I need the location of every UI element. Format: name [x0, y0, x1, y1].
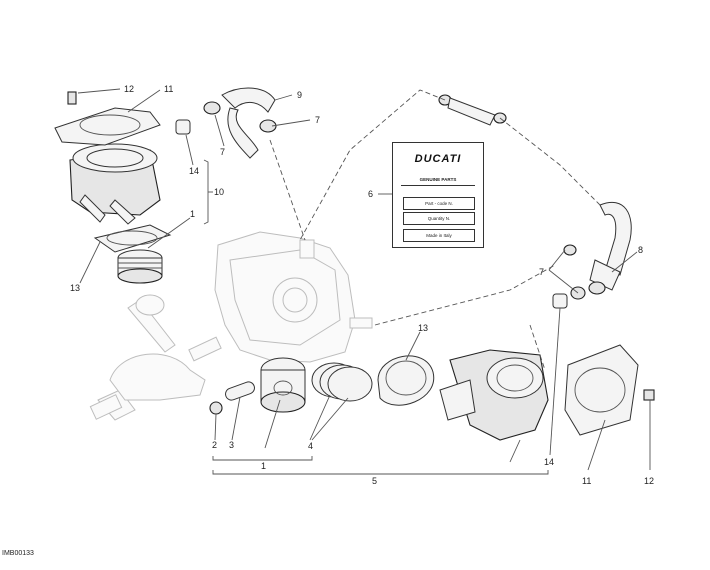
base-gasket-bottom	[377, 355, 435, 406]
made-in-italy-row: Made in Italy	[403, 229, 475, 242]
callout-13-left: 13	[70, 283, 80, 293]
callout-8: 8	[638, 245, 643, 255]
callout-1-top: 1	[190, 209, 195, 219]
stud-bottom	[643, 389, 655, 401]
leader-lines	[77, 88, 651, 475]
piston-bottom	[260, 357, 306, 413]
callout-10: 10	[214, 187, 224, 197]
piston-top	[117, 249, 163, 284]
water-hose-right	[563, 202, 632, 295]
circlip	[209, 401, 223, 415]
callout-12-bottom: 12	[644, 476, 654, 486]
cylinder-assembly-top	[69, 143, 161, 225]
callout-13-mid: 13	[418, 323, 428, 333]
callout-14-bottom: 14	[544, 457, 554, 467]
callout-6: 6	[368, 189, 373, 199]
callout-11-bottom: 11	[582, 476, 591, 486]
cylinder-bottom	[439, 349, 549, 441]
head-gasket-bottom	[564, 344, 639, 436]
callout-7-right: 7	[315, 115, 320, 125]
oring-top-14	[175, 119, 191, 135]
crankshaft	[89, 294, 222, 421]
water-hose-top	[203, 87, 277, 159]
part-code-row: Part - code N.	[403, 197, 475, 210]
callout-2: 2	[212, 440, 217, 450]
dashed-routing	[269, 89, 601, 371]
callout-1-bottom: 1	[261, 461, 266, 471]
callout-11-top: 11	[164, 84, 173, 94]
callout-14-top: 14	[189, 166, 199, 176]
piston-pin	[225, 381, 255, 401]
callout-7-left: 7	[220, 147, 225, 157]
hose-connector-top-right	[438, 94, 507, 126]
diagram-reference-code: IMB00133	[2, 550, 34, 557]
genuine-parts-text: GENUINE PARTS	[419, 177, 457, 182]
piston-rings	[311, 362, 373, 402]
head-gasket-top	[54, 107, 161, 146]
clamps-lower-right	[552, 286, 586, 309]
ducati-logo: DUCATI	[414, 153, 462, 165]
callout-5: 5	[372, 476, 377, 486]
callout-numbers: 12 11 9 7 7 14 10 1 13 6 8 7 13 2 3 4 1 …	[70, 84, 654, 486]
callout-12-top: 12	[124, 84, 134, 94]
callout-7-bottom: 7	[539, 267, 544, 277]
genuine-parts-bag: DUCATI GENUINE PARTS Part - code N. Quan…	[392, 142, 484, 248]
bag-divider	[401, 185, 475, 186]
base-gasket-top	[93, 224, 172, 253]
callout-4: 4	[308, 441, 313, 451]
stud-top	[67, 91, 77, 105]
callout-3: 3	[229, 440, 234, 450]
callout-9: 9	[297, 90, 302, 100]
quantity-row: Quantity N.	[403, 212, 475, 225]
crankcase-ghost	[214, 231, 373, 363]
